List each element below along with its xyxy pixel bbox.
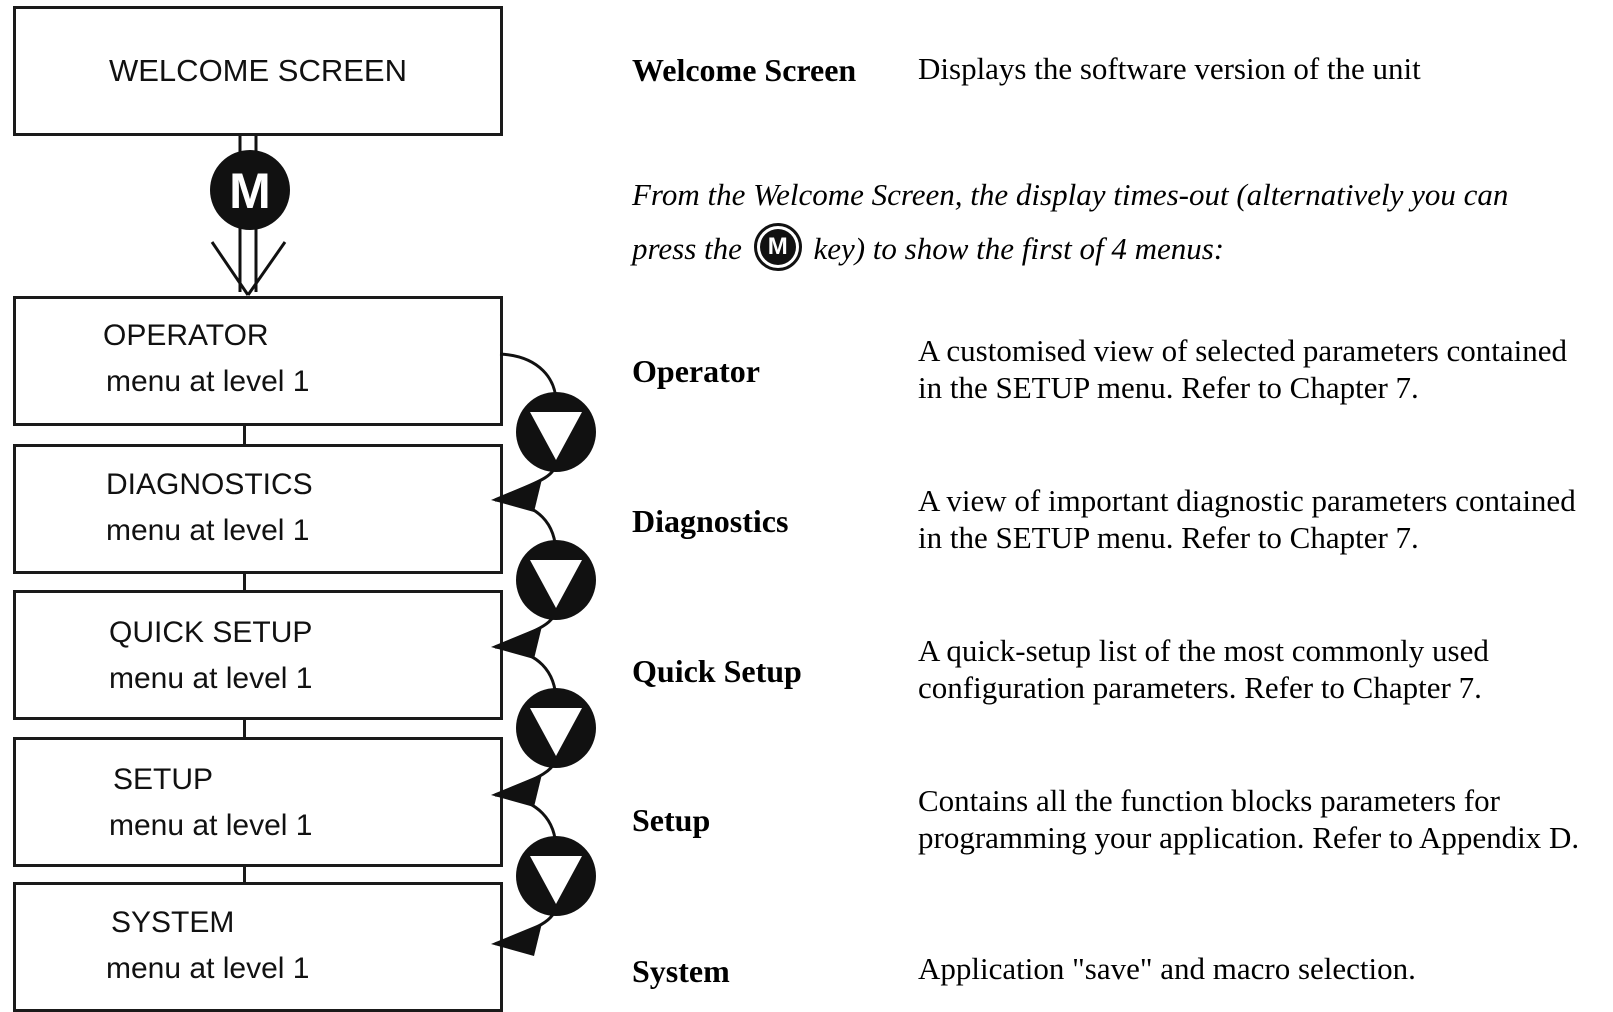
- system-description: Application "save" and macro selection.: [918, 951, 1416, 986]
- description-line: in the SETUP menu. Refer to Chapter 7.: [918, 370, 1419, 405]
- description-line: in the SETUP menu. Refer to Chapter 7.: [918, 520, 1419, 555]
- diagnostics-menu-box: DIAGNOSTICS menu at level 1: [13, 444, 503, 574]
- arrow-head-icon: [491, 479, 542, 512]
- down-key-icon: [516, 688, 596, 768]
- quick-setup-menu-box: QUICK SETUP menu at level 1: [13, 590, 503, 720]
- down-key-icon: [516, 392, 596, 472]
- menu-box-subtitle: menu at level 1: [106, 514, 310, 547]
- system-menu-box: SYSTEM menu at level 1: [13, 882, 503, 1012]
- description-line: programming your application. Refer to A…: [918, 820, 1580, 855]
- welcome-screen-description: Displays the software version of the uni…: [918, 51, 1421, 86]
- m-key-inline-label: M: [759, 229, 796, 265]
- menu-box-subtitle: menu at level 1: [109, 662, 313, 695]
- welcome-screen-box: WELCOME SCREEN: [13, 6, 503, 136]
- intro-line-2: press the M key) to show the first of 4 …: [632, 222, 1508, 276]
- menu-box-title: SYSTEM: [111, 906, 235, 939]
- flow-arrow-heads: [491, 479, 542, 956]
- box-connector: [243, 864, 246, 886]
- arrow-head-icon: [491, 923, 542, 956]
- m-key-inline-icon: M: [753, 223, 802, 271]
- system-term: System: [632, 953, 730, 989]
- box-connector: [243, 572, 246, 594]
- menu-box-subtitle: menu at level 1: [106, 952, 310, 985]
- quick-setup-description: A quick-setup list of the most commonly …: [918, 632, 1489, 706]
- box-connector: [243, 424, 246, 446]
- box-connector: [243, 718, 246, 740]
- menu-box-title: SETUP: [113, 763, 214, 796]
- arrow-head-icon: [491, 626, 542, 659]
- operator-term: Operator: [632, 353, 760, 389]
- operator-menu-box: OPERATOR menu at level 1: [13, 296, 503, 426]
- down-key-icon: [516, 540, 596, 620]
- menu-box-subtitle: menu at level 1: [106, 365, 310, 398]
- diagram-arrows: M: [210, 136, 596, 956]
- operator-description: A customised view of selected parameters…: [918, 332, 1567, 406]
- diagnostics-term: Diagnostics: [632, 503, 789, 539]
- menu-box-title: OPERATOR: [103, 319, 269, 352]
- diagnostics-description: A view of important diagnostic parameter…: [918, 482, 1576, 556]
- down-key-icon: [516, 836, 596, 916]
- intro-line-1: From the Welcome Screen, the display tim…: [632, 177, 1509, 212]
- description-line: configuration parameters. Refer to Chapt…: [918, 670, 1482, 705]
- setup-term: Setup: [632, 802, 711, 838]
- welcome-screen-term: Welcome Screen: [632, 52, 857, 88]
- description-line: A quick-setup list of the most commonly …: [918, 633, 1489, 668]
- menu-box-subtitle: menu at level 1: [109, 809, 313, 842]
- m-key-icon: M: [210, 150, 290, 230]
- intro-paragraph: From the Welcome Screen, the display tim…: [632, 168, 1508, 276]
- welcome-screen-box-title: WELCOME SCREEN: [109, 53, 407, 88]
- setup-menu-box: SETUP menu at level 1: [13, 737, 503, 867]
- intro-line-2-start: press the: [632, 231, 742, 266]
- menu-box-title: DIAGNOSTICS: [106, 468, 313, 501]
- intro-line-2-end: key) to show the first of 4 menus:: [813, 231, 1225, 266]
- m-key-label: M: [229, 163, 271, 219]
- setup-description: Contains all the function blocks paramet…: [918, 782, 1579, 856]
- description-line: A view of important diagnostic parameter…: [918, 483, 1576, 518]
- description-line: A customised view of selected parameters…: [918, 333, 1568, 368]
- description-line: Contains all the function blocks paramet…: [918, 783, 1500, 818]
- menu-box-title: QUICK SETUP: [109, 616, 313, 649]
- quick-setup-term: Quick Setup: [632, 653, 802, 689]
- arrow-head-icon: [491, 774, 542, 807]
